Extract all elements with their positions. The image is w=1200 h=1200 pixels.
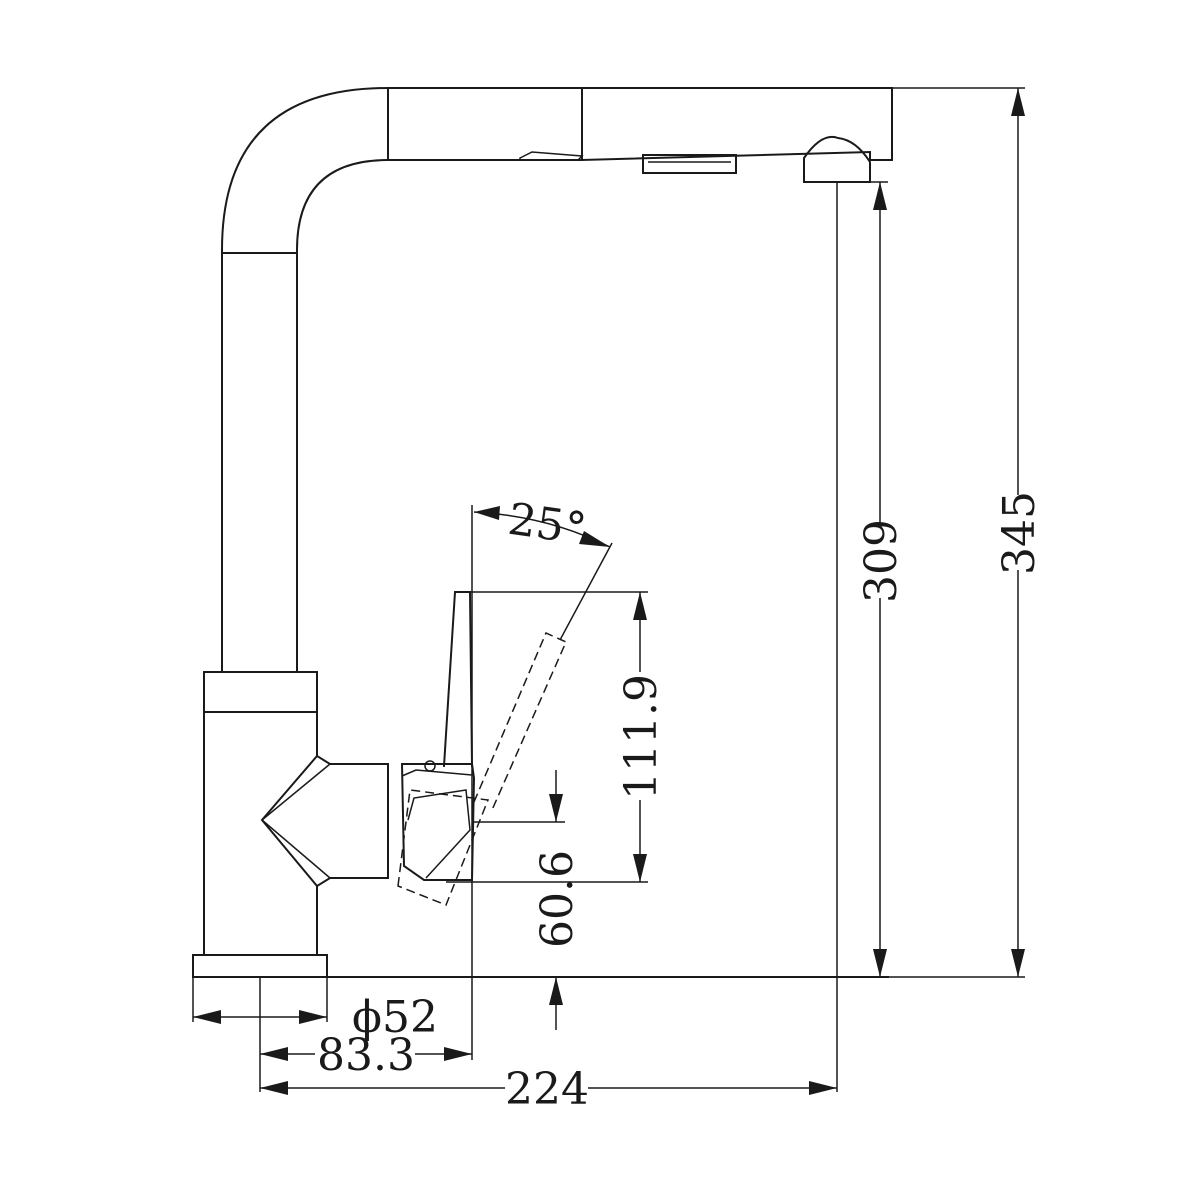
dim-joint-height: 60.6 bbox=[532, 770, 583, 1030]
dim-spout-height-label: 309 bbox=[856, 519, 907, 603]
housing-inner bbox=[401, 769, 473, 777]
lever-handle bbox=[442, 591, 474, 768]
cone-facet bbox=[260, 763, 331, 879]
dim-spout-height: 309 bbox=[856, 182, 907, 977]
dim-joint-height-label: 60.6 bbox=[532, 850, 583, 948]
base-plate bbox=[192, 954, 328, 978]
dim-lever-height-label: 111.9 bbox=[616, 674, 667, 800]
dim-spout-reach: 224 bbox=[260, 1064, 837, 1115]
dim-base-diameter: ϕ52 bbox=[193, 992, 438, 1043]
dim-lever-height: 111.9 bbox=[616, 592, 667, 882]
pull-out-seam bbox=[519, 151, 584, 161]
dim-total-height-label: 345 bbox=[994, 491, 1045, 575]
body-column bbox=[203, 711, 389, 956]
spout-outer-edge bbox=[221, 86, 390, 673]
side-cone bbox=[260, 754, 319, 888]
ext-angle-tilt bbox=[559, 542, 613, 641]
dim-lever-angle-label: 25° bbox=[505, 494, 589, 555]
dim-base-diameter-label: ϕ52 bbox=[352, 992, 438, 1043]
spout-head bbox=[581, 87, 893, 162]
spout-collar bbox=[387, 87, 583, 161]
dim-spout-reach-label: 224 bbox=[505, 1064, 589, 1115]
housing-tilted-ghost bbox=[407, 789, 471, 879]
spray-button bbox=[642, 154, 737, 174]
lever-tilted-ghost bbox=[397, 632, 567, 906]
aerator-nozzle bbox=[803, 136, 871, 183]
dim-lever-offset-label: 83.3 bbox=[317, 1030, 415, 1081]
pivot-screw bbox=[424, 760, 436, 772]
extension-lines bbox=[192, 87, 1025, 1092]
dim-total-height: 345 bbox=[994, 88, 1045, 977]
dim-lever-offset: 83.3 bbox=[260, 1030, 472, 1081]
spout-inner-edge bbox=[296, 158, 390, 673]
body-top-ring bbox=[203, 671, 318, 713]
dim-lever-angle: 25° bbox=[473, 494, 611, 555]
